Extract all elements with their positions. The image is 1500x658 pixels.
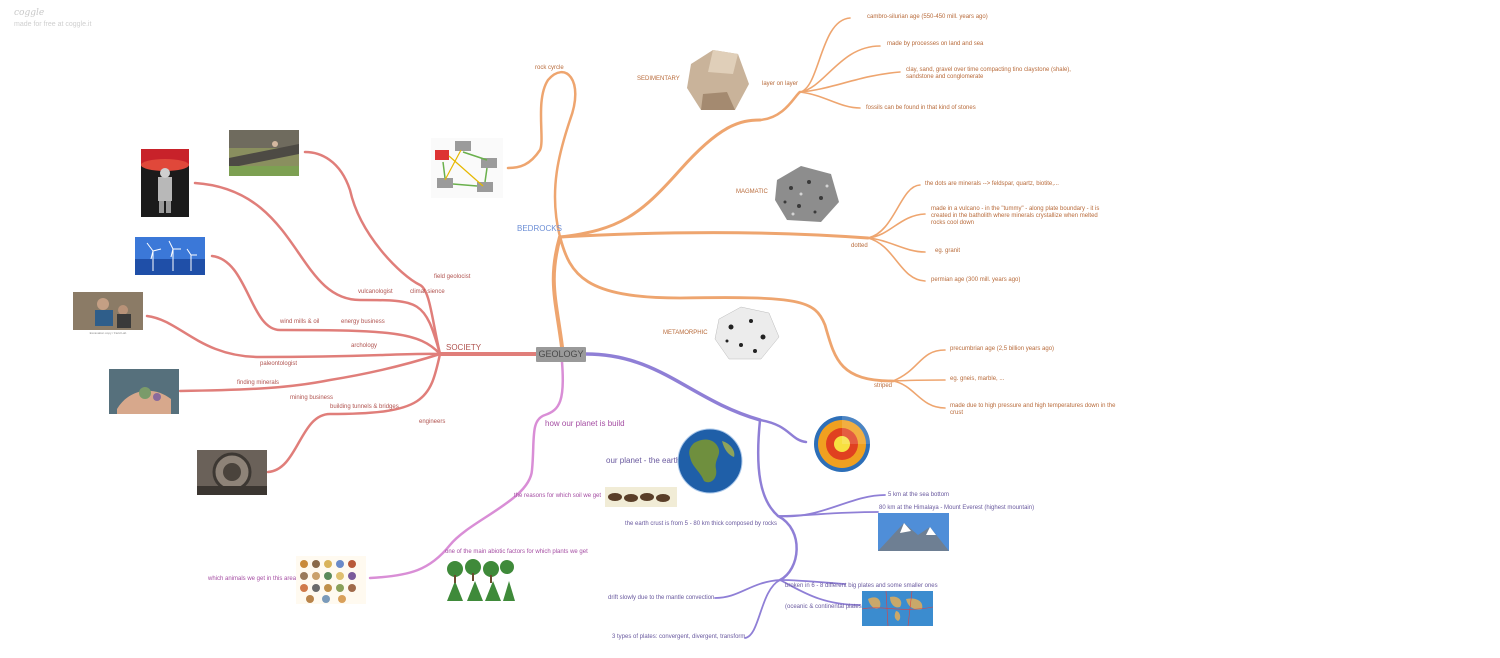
node-rock-cycle[interactable]: rock cyrcle (535, 65, 564, 71)
node-magmatic-minerals[interactable]: the dots are minerals --> feldspar, quar… (925, 181, 1059, 187)
node-our-planet[interactable]: our planet - the earth (606, 456, 681, 465)
node-paleontologist[interactable]: paleontologist (260, 361, 298, 367)
node-society[interactable]: SOCIETY (446, 343, 482, 352)
volcanologist-image (141, 149, 189, 217)
node-magmatic-granit[interactable]: eg. granit (935, 248, 961, 254)
minerals-hand-image (109, 369, 179, 414)
coggle-logo[interactable]: coggle (14, 8, 45, 18)
node-archology[interactable]: archology (351, 343, 378, 349)
tunnel-image (197, 450, 267, 495)
root-node-geology[interactable]: GEOLOGY (536, 347, 586, 362)
node-metamorphic[interactable]: METAMORPHIC (663, 330, 708, 336)
node-mining-business[interactable]: mining business (290, 395, 334, 401)
branch-planet (584, 352, 886, 639)
node-himalaya[interactable]: 80 km at the Himalaya - Mount Everest (h… (879, 505, 1035, 511)
node-drift[interactable]: drift slowly due to the mantle convectio… (608, 595, 715, 601)
node-abiotic[interactable]: one of the main abiotic factors for whic… (445, 549, 588, 555)
node-magmatic-age[interactable]: permian age (300 mill. years ago) (931, 277, 1021, 283)
tectonic-plates-map-image (862, 591, 933, 626)
branch-bedrocks (506, 17, 946, 409)
node-sedimentary-compacting[interactable]: clay, sand, gravel over time compacting … (906, 67, 1071, 80)
trees-image (445, 555, 517, 607)
node-sea-bottom[interactable]: 5 km at the sea bottom (888, 492, 950, 498)
node-plates[interactable]: broken in 6 - 8 different big plates and… (785, 583, 938, 589)
animals-image (296, 556, 366, 604)
field-geologist-image (229, 130, 299, 176)
node-magmatic-vulcano[interactable]: made in a vulcano - in the "tummy" - alo… (931, 206, 1100, 226)
node-earth-crust[interactable]: the earth crust is from 5 - 80 km thick … (625, 521, 778, 527)
node-animals[interactable]: which animals we get in this area (208, 576, 297, 582)
soil-samples-image (605, 487, 677, 507)
node-striped[interactable]: striped (874, 383, 893, 389)
earth-layers-image (806, 408, 878, 480)
node-magmatic[interactable]: MAGMATIC (736, 189, 768, 195)
node-sedimentary-fossils[interactable]: fossils can be found in that kind of sto… (866, 105, 976, 111)
node-plates-sub[interactable]: (oceanic & continental plates) (785, 604, 864, 610)
mount-everest-image (878, 513, 949, 551)
node-field-geolocist[interactable]: field geolocist (434, 274, 471, 280)
metamorphic-rock-image (711, 301, 783, 365)
node-soil[interactable]: the reasons for which soil we get (514, 493, 602, 499)
node-dotted[interactable]: dotted (851, 243, 868, 249)
node-bedrocks[interactable]: BEDROCKS (517, 224, 562, 233)
branch-society (145, 150, 538, 474)
node-energy-business[interactable]: energy business (341, 319, 385, 325)
earth-globe-image (674, 425, 746, 497)
node-vulcanologist[interactable]: vulcanologist (358, 289, 393, 295)
sedimentary-rock-image (683, 44, 753, 116)
node-plate-types[interactable]: 3 types of plates: convergent, divergent… (612, 634, 746, 640)
node-sedimentary-age[interactable]: cambro-silurian age (550-450 mill. years… (867, 14, 988, 20)
branch-build (368, 360, 565, 580)
wind-mills-image (135, 237, 205, 275)
archaeology-caption: Excavation copy / Field Lab (73, 330, 143, 336)
coggle-tagline[interactable]: made for free at coggle.it (14, 21, 92, 28)
node-metamorphic-examples[interactable]: eg. gneis, marble, ... (950, 376, 1005, 382)
node-sedimentary-process[interactable]: made by processes on land and sea (887, 41, 984, 47)
node-how-build[interactable]: how our planet is build (545, 419, 625, 428)
node-layer-on-layer[interactable]: layer on layer (762, 81, 799, 87)
rock-cycle-diagram-image (431, 138, 503, 198)
node-finding-minerals[interactable]: finding minerals (237, 380, 280, 386)
node-metamorphic-pressure[interactable]: made due to high pressure and high tempe… (950, 403, 1116, 416)
node-metamorphic-age[interactable]: precumbrian age (2,5 billion years ago) (950, 346, 1055, 352)
node-building-tunnels[interactable]: building tunnels & bridges (330, 404, 399, 410)
node-sedimentary[interactable]: SEDIMENTARY (637, 76, 680, 82)
archaeology-image: Excavation copy / Field Lab (73, 292, 143, 336)
node-wind-mills[interactable]: wind mills & oil (280, 319, 320, 325)
magmatic-rock-image (771, 158, 843, 228)
node-climat-sience[interactable]: climat sience (410, 289, 445, 295)
node-engineers[interactable]: engineers (419, 419, 446, 425)
